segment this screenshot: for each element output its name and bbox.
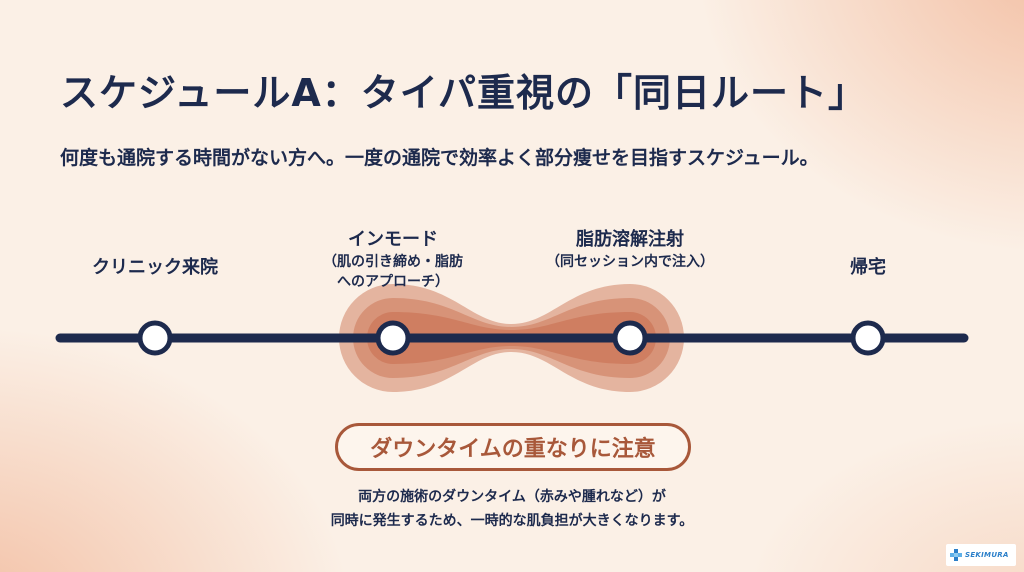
stage-description: へのアプローチ） — [337, 274, 449, 290]
stage-name: 帰宅 — [850, 257, 886, 278]
brand-logo: SEKIMURA — [946, 544, 1016, 566]
stage-name: インモード — [348, 229, 438, 250]
stage-label: 脂肪溶解注射 （同セッション内で注入） — [546, 228, 714, 272]
timeline-node — [375, 320, 411, 356]
timeline-node — [850, 320, 886, 356]
stage-label: クリニック来院 — [92, 256, 218, 280]
stage-description: （同セッション内で注入） — [546, 254, 714, 270]
slide-subtitle: 何度も通院する時間がない方へ。一度の通院で効率よく部分痩せを目指すスケジュール。 — [60, 147, 819, 169]
logo-text: SEKIMURA — [965, 551, 1009, 559]
logo-mark-icon — [950, 549, 962, 561]
slide-title: スケジュールA：タイパ重視の「同日ルート」 — [60, 71, 867, 115]
timeline-node — [137, 320, 173, 356]
downtime-warning-badge: ダウンタイムの重なりに注意 — [335, 423, 691, 471]
stage-label: インモード （肌の引き締め・脂肪へのアプローチ） — [323, 228, 463, 292]
warning-note-line-1: 両方の施術のダウンタイム（赤みや腫れなど）が — [358, 489, 666, 505]
stage-label: 帰宅 — [850, 256, 886, 280]
stage-name: 脂肪溶解注射 — [576, 229, 684, 250]
warning-note-line-2: 同時に発生するため、一時的な肌負担が大きくなります。 — [330, 513, 694, 529]
timeline-nodes — [137, 320, 886, 356]
timeline-node — [612, 320, 648, 356]
stage-description: （肌の引き締め・脂肪 — [323, 254, 463, 270]
stage-name: クリニック来院 — [92, 257, 218, 278]
